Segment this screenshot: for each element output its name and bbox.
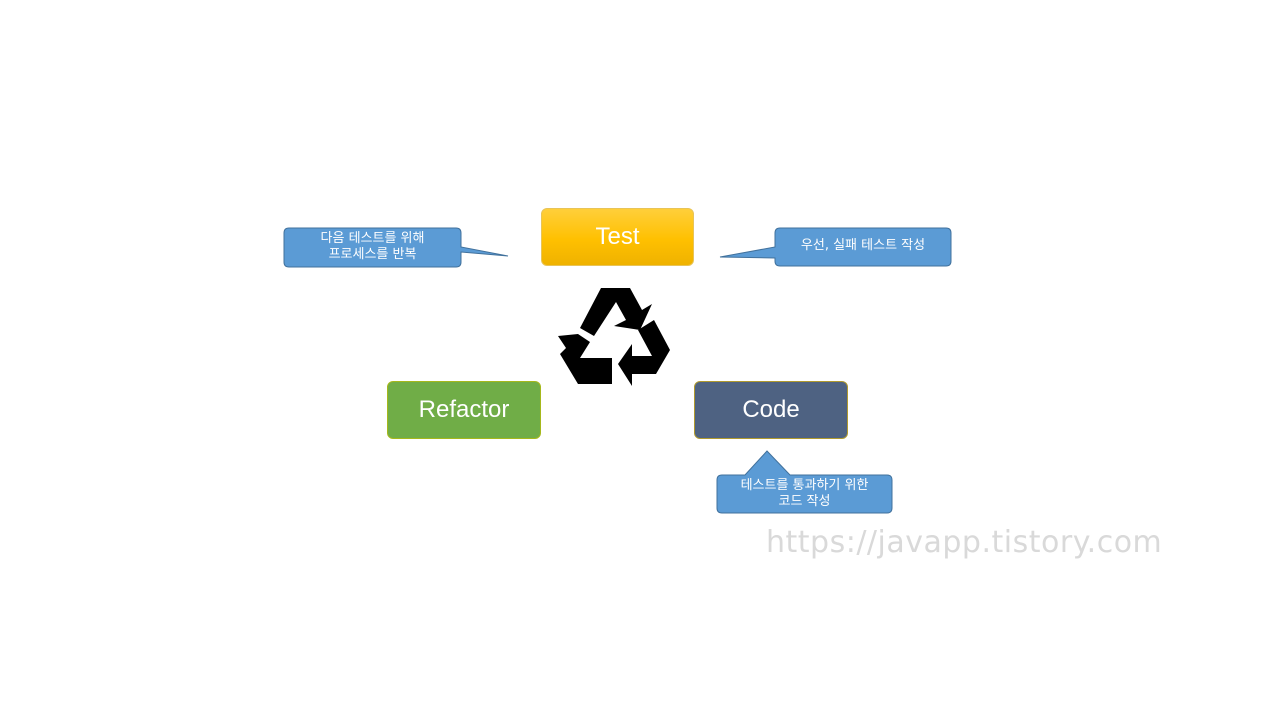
callout-repeat-line-2: 프로세스를 반복 — [328, 247, 417, 262]
callout-pass-code-line-2: 코드 작성 — [778, 494, 831, 509]
stage-refactor-label: Refactor — [418, 396, 510, 423]
callout-repeat-shape — [283, 227, 509, 268]
recycle-icon — [558, 288, 670, 386]
callout-pass-code-text: 테스트를 통과하기 위한 코드 작성 — [717, 478, 892, 510]
stage-code-label: Code — [742, 396, 800, 423]
callout-repeat-text: 다음 테스트를 위해 프로세스를 반복 — [284, 231, 461, 263]
stage-code-box: Code — [694, 381, 848, 439]
watermark-text: https://javapp.tistory.com — [766, 525, 1163, 560]
callout-fail-test-line-1: 우선, 실패 테스트 작성 — [800, 238, 926, 253]
stage-test-label: Test — [595, 223, 640, 250]
stage-test-box: Test — [541, 208, 694, 266]
callout-pass-code-shape — [716, 450, 893, 514]
callout-fail-test-text: 우선, 실패 테스트 작성 — [775, 238, 951, 254]
callout-repeat-line-1: 다음 테스트를 위해 — [320, 231, 425, 246]
stage-refactor-box: Refactor — [387, 381, 541, 439]
callout-pass-code-line-1: 테스트를 통과하기 위한 — [740, 478, 869, 493]
callout-fail-test-shape — [719, 227, 952, 267]
